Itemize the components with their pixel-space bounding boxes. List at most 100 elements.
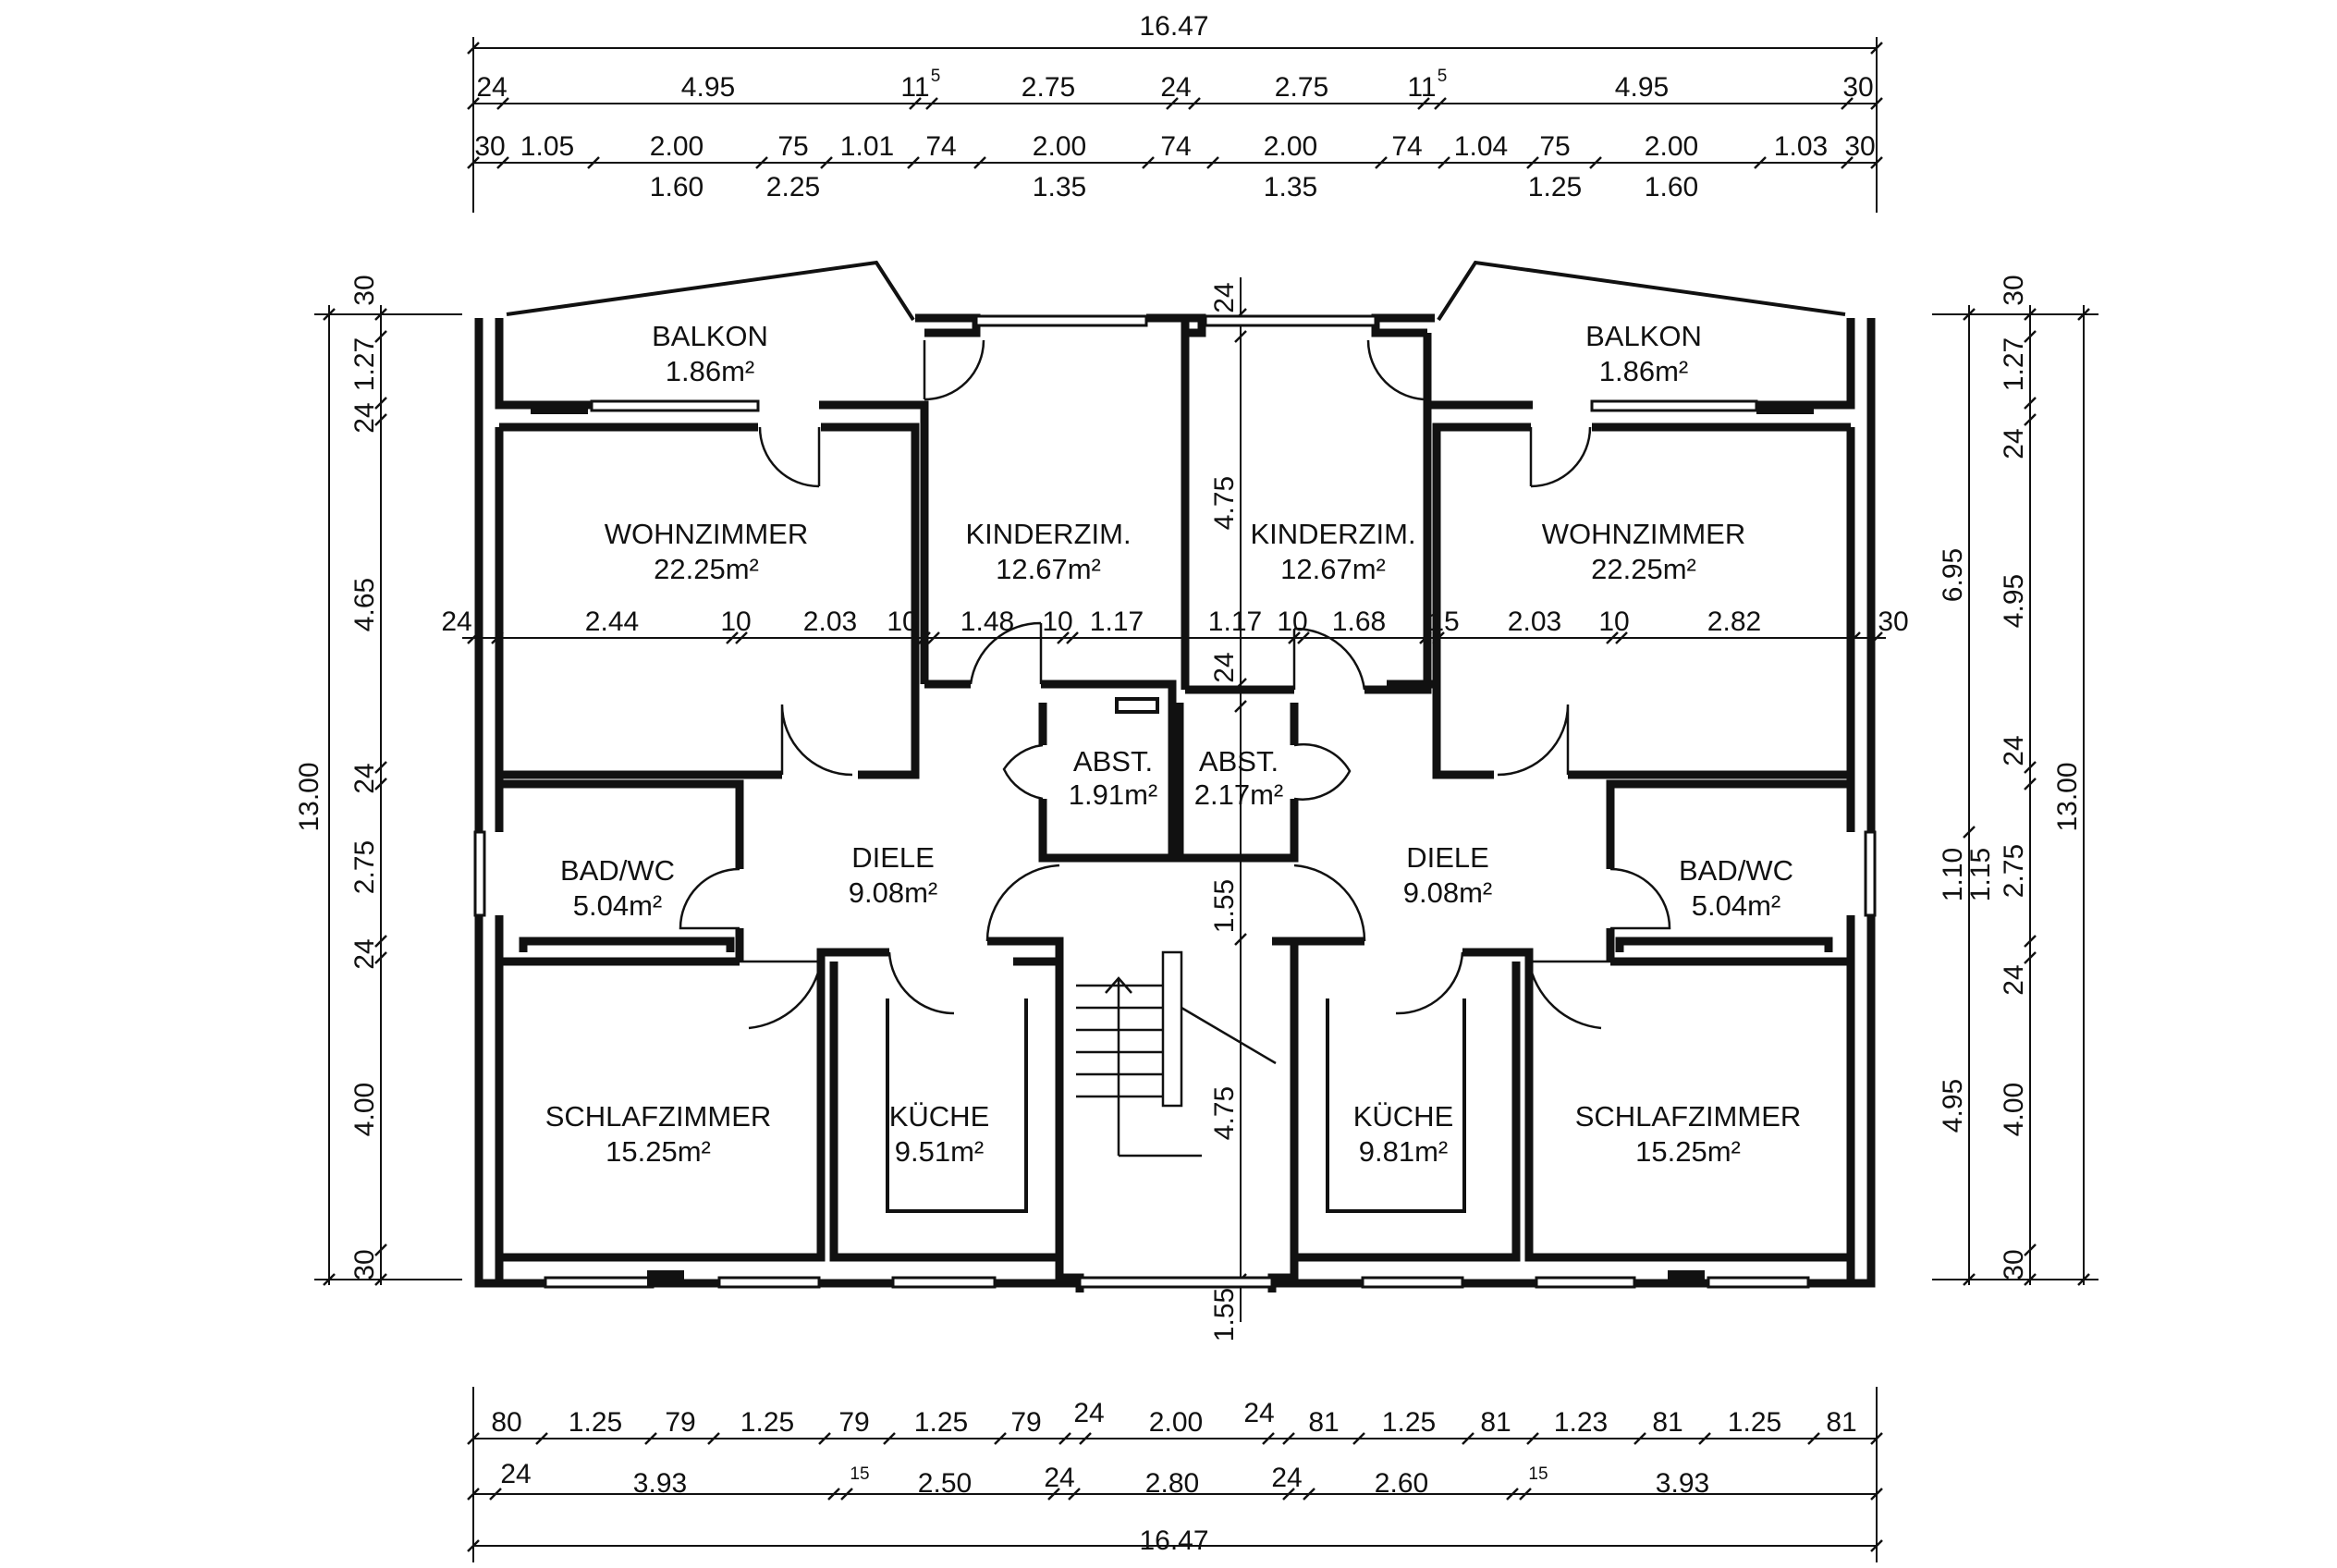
dim-bot2-3: 2.50	[918, 1468, 972, 1499]
room-name-diele-left: DIELE	[851, 841, 935, 874]
dim-mid-8: 1.17	[1208, 606, 1262, 637]
room-name-wohnzimmer-left: WOHNZIMMER	[605, 518, 808, 550]
dim-right-8: 30	[1999, 1249, 2029, 1280]
dim-bot2-9: 3.93	[1656, 1468, 1709, 1499]
dim-bot1-2: 79	[665, 1407, 695, 1438]
room-area-diele-right: 9.08m²	[1403, 876, 1492, 909]
dim-top3-1: 2.25	[766, 172, 820, 202]
walls	[473, 260, 1877, 1292]
dim-top2-14: 30	[1844, 131, 1875, 162]
dim-top1-sup-0: 5	[931, 67, 941, 86]
dim-top1-0: 24	[476, 72, 507, 103]
room-name-badwc-right: BAD/WC	[1679, 854, 1793, 887]
dim-top2-10: 1.04	[1454, 131, 1508, 162]
dim-top2-11: 75	[1539, 131, 1570, 162]
dim-top2-2: 2.00	[650, 131, 704, 162]
dim-mid-15: 30	[1878, 606, 1908, 637]
dim-top1-5: 2.75	[1275, 72, 1328, 103]
dim-bot2-0: 24	[500, 1459, 531, 1489]
dim-vmid-2: 24	[1209, 652, 1240, 682]
staircase	[1076, 950, 1277, 1158]
room-area-balkon-left: 1.86m²	[666, 355, 754, 387]
dim-top3-4: 1.25	[1528, 172, 1582, 202]
room-name-abstell-right: ABST.	[1199, 745, 1279, 778]
dim-right-7: 4.00	[1999, 1083, 2029, 1136]
dim-mid-2: 10	[720, 606, 751, 637]
room-name-kinderzimmer-right: KINDERZIM.	[1250, 518, 1415, 550]
dim-right-outer: 13.00	[2052, 762, 2083, 831]
dim-left-1: 1.27	[349, 337, 380, 391]
dim-bot1-6: 79	[1010, 1407, 1041, 1438]
room-area-kinderzimmer-left: 12.67m²	[996, 553, 1101, 585]
dim-mid-0: 24	[441, 606, 471, 637]
room-area-kueche-left: 9.51m²	[895, 1135, 984, 1168]
dim-top1-3: 2.75	[1022, 72, 1075, 103]
dim-bot1-1: 1.25	[569, 1407, 622, 1438]
dim-left-0: 30	[349, 275, 380, 305]
dim-top2-12: 2.00	[1645, 131, 1698, 162]
dim-right-mid-3: 4.95	[1938, 1079, 1968, 1133]
dim-right-1: 1.27	[1999, 337, 2029, 391]
dim-vmid-5: 1.55	[1209, 1288, 1240, 1341]
dim-mid-13: 10	[1598, 606, 1629, 637]
dim-bot2-6: 24	[1271, 1463, 1302, 1493]
dim-bot1-11: 1.25	[1382, 1407, 1436, 1438]
room-name-schlafzimmer-left: SCHLAFZIMMER	[545, 1100, 772, 1133]
dim-right-3: 4.95	[1999, 574, 2029, 628]
dim-top2-6: 2.00	[1033, 131, 1086, 162]
dim-bot1-8: 2.00	[1149, 1407, 1203, 1438]
room-name-kinderzimmer-left: KINDERZIM.	[965, 518, 1131, 550]
dim-right-2: 24	[1999, 428, 2029, 459]
room-area-abstell-right: 2.17m²	[1194, 778, 1283, 811]
dim-left-2: 24	[349, 402, 380, 433]
dim-right-4: 24	[1999, 735, 2029, 766]
dimension-labels: 16.47 24 4.95 11 5 2.75 24 2.75 11 5 4.9…	[294, 11, 2083, 1556]
dim-right-mid-0: 6.95	[1938, 548, 1968, 602]
dim-top1-1: 4.95	[681, 72, 735, 103]
dim-top2-13: 1.03	[1774, 131, 1828, 162]
room-name-abstell-left: ABST.	[1073, 745, 1153, 778]
dim-bot1-7: 24	[1073, 1398, 1104, 1428]
dim-top2-9: 74	[1391, 131, 1422, 162]
room-area-abstell-left: 1.91m²	[1069, 778, 1157, 811]
dim-left-8: 30	[349, 1249, 380, 1280]
room-area-balkon-right: 1.86m²	[1599, 355, 1688, 387]
dim-right-mid-1: 1.10	[1938, 848, 1968, 901]
dim-mid-4: 10	[887, 606, 917, 637]
dim-bot2-7: 2.60	[1375, 1468, 1428, 1499]
dim-mid-11: 15	[1428, 606, 1459, 637]
dim-bot2-1: 3.93	[633, 1468, 687, 1499]
dim-bot2-8: 15	[1528, 1464, 1548, 1484]
dim-mid-9: 10	[1277, 606, 1307, 637]
dim-top3-2: 1.35	[1033, 172, 1086, 202]
room-name-schlafzimmer-right: SCHLAFZIMMER	[1575, 1100, 1802, 1133]
dim-bot1-4: 79	[838, 1407, 869, 1438]
dim-mid-14: 2.82	[1707, 606, 1761, 637]
dim-left-7: 4.00	[349, 1083, 380, 1136]
dim-mid-7: 1.17	[1090, 606, 1144, 637]
door-swings	[679, 339, 1671, 1030]
dim-right-mid-2: 1.15	[1965, 848, 1996, 901]
dim-right-0: 30	[1999, 275, 2029, 305]
room-name-balkon-right: BALKON	[1585, 320, 1702, 352]
room-name-wohnzimmer-right: WOHNZIMMER	[1542, 518, 1745, 550]
dimension-lines	[314, 37, 2098, 1562]
dim-top2-8: 2.00	[1264, 131, 1317, 162]
dim-bot2-2: 15	[850, 1464, 869, 1484]
room-area-kueche-right: 9.81m²	[1359, 1135, 1448, 1168]
dim-vmid-4: 4.75	[1209, 1086, 1240, 1140]
dim-top2-7: 74	[1160, 131, 1191, 162]
dim-bot1-14: 81	[1652, 1407, 1682, 1438]
room-area-diele-left: 9.08m²	[849, 876, 937, 909]
dim-top1-8: 30	[1842, 72, 1873, 103]
dim-bot2-4: 24	[1044, 1463, 1074, 1493]
dim-bot1-9: 24	[1243, 1398, 1274, 1428]
dim-mid-6: 10	[1042, 606, 1072, 637]
room-name-balkon-left: BALKON	[652, 320, 768, 352]
dim-bot1-12: 81	[1480, 1407, 1511, 1438]
dim-top3-0: 1.60	[650, 172, 704, 202]
room-area-badwc-left: 5.04m²	[573, 889, 662, 922]
dim-left-outer: 13.00	[294, 762, 324, 831]
dim-left-3: 4.65	[349, 578, 380, 631]
